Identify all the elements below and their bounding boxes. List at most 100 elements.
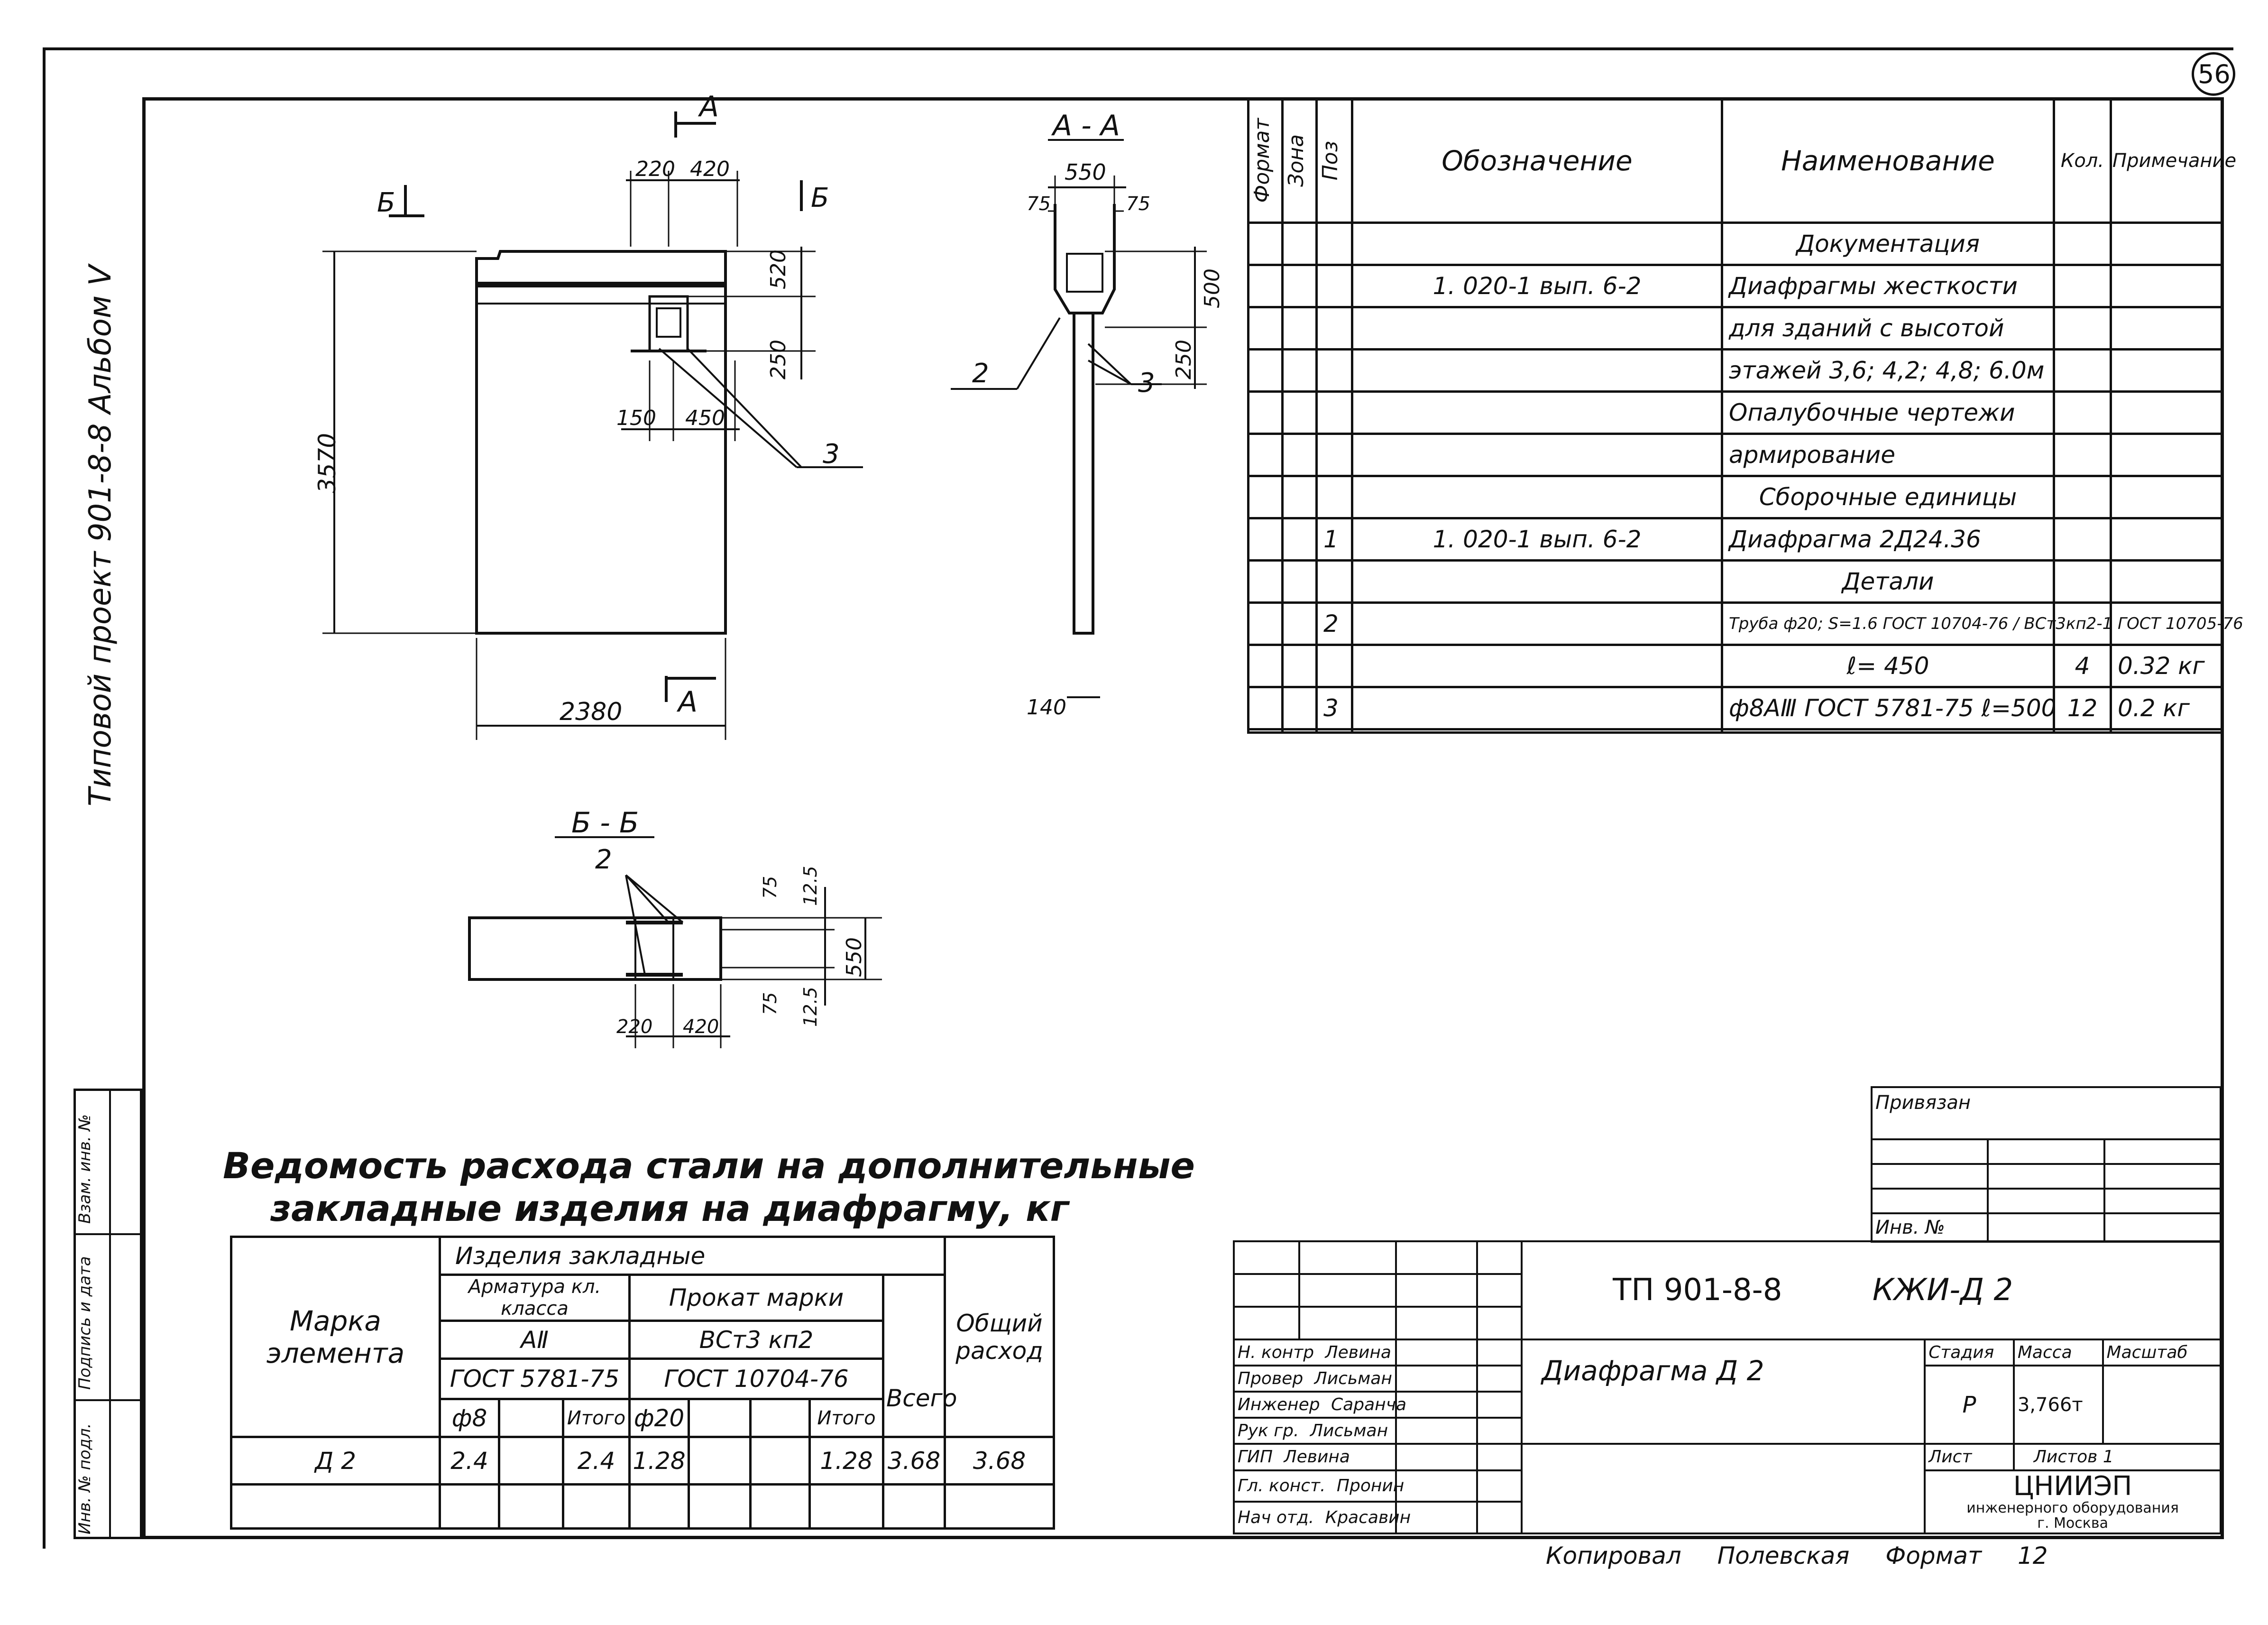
- spec-row: для зданий с высотой: [1247, 306, 2224, 351]
- dim-150: 150: [616, 406, 656, 430]
- bb-dim-75-bottom: 75: [760, 992, 780, 1015]
- spec-qty: [2053, 390, 2112, 435]
- steel-rolled-grade: ВСт3 кп2: [628, 1320, 884, 1360]
- spec-row: армирование: [1247, 432, 2224, 477]
- spec-note: [2110, 348, 2224, 393]
- aa-callout-2: 2: [972, 358, 989, 389]
- elevation-drawing: [322, 111, 863, 740]
- steel-sum-header: Общий расход: [944, 1236, 1056, 1438]
- steel-items-header: Изделия закладные: [438, 1236, 946, 1276]
- title-code: ТП 901-8-8: [1613, 1273, 1782, 1308]
- spec-note: [2110, 474, 2224, 519]
- spec-pos: [1315, 222, 1353, 267]
- tb-role-0: Н. контр Левина: [1232, 1338, 1397, 1366]
- steel-itogo-1: Итого: [562, 1398, 631, 1438]
- spec-qty: [2053, 306, 2112, 351]
- side-stamp-label-1: Инв. № подл.: [75, 1423, 94, 1534]
- spec-note: [2110, 264, 2224, 309]
- spec-header-note: Примечание: [2110, 97, 2236, 224]
- dim-420: 420: [690, 157, 730, 181]
- spec-header-pos: Поз: [1318, 140, 1342, 181]
- tb-stage-header: Стадия: [1924, 1338, 2015, 1366]
- spec-header-qty: Кол.: [2053, 97, 2112, 224]
- aa-dim-75-right: 75: [1126, 193, 1150, 215]
- aa-callout-3: 3: [1138, 368, 1155, 398]
- spec-name: Труба ф20; S=1.6 ГОСТ 10704-76 / ВСт3кп2…: [1721, 601, 2243, 646]
- tb-org: ЦНИИЭП инженерного оборудования г. Москв…: [1924, 1469, 2222, 1535]
- spec-header-name: Наименование: [1721, 97, 2055, 224]
- steel-row-itogo1: 2.4: [562, 1436, 631, 1486]
- steel-mark-header: Марка элемента: [230, 1236, 441, 1438]
- spec-qty: [2053, 222, 2112, 267]
- spec-note: [2110, 306, 2224, 351]
- spec-pos: [1315, 643, 1353, 688]
- tb-stage: Р: [1924, 1364, 2015, 1445]
- spec-designation: [1351, 643, 1723, 688]
- spec-qty: 4: [2053, 643, 2112, 688]
- steel-row-itogo2: 1.28: [808, 1436, 884, 1486]
- steel-rebar-gost: ГОСТ 5781-75: [439, 1357, 631, 1400]
- spec-qty: [2053, 264, 2112, 309]
- spec-note: 0.2 кг: [2110, 685, 2224, 730]
- aa-dim-550: 550: [1065, 159, 1106, 185]
- privyazan-block: Привязан Инв. №: [1870, 1086, 2222, 1243]
- spec-name: Документация: [1721, 222, 2055, 267]
- spec-pos: [1315, 306, 1353, 351]
- spec-name: Диафрагма 2Д24.36: [1721, 517, 2055, 562]
- spec-designation: [1351, 390, 1723, 435]
- steel-title-line-1: Ведомость расхода стали на дополнительны…: [223, 1145, 1195, 1187]
- spec-header-zone: Зона: [1284, 134, 1308, 187]
- spec-note: [2110, 390, 2224, 435]
- spec-pos: 3: [1315, 685, 1353, 730]
- section-mark-b-left: Б: [377, 187, 395, 218]
- section-mark-b-right: Б: [811, 183, 829, 213]
- spec-note: [2110, 559, 2224, 604]
- section-bb-title: Б - Б: [571, 806, 639, 840]
- section-bb-drawing: [468, 836, 882, 1048]
- spec-row: этажей 3,6; 4,2; 4,8; 6.0м: [1247, 348, 2224, 393]
- aa-dim-140: 140: [1027, 695, 1066, 720]
- sheet-frame: [43, 47, 2233, 1549]
- steel-rebar-class: АⅡ: [439, 1320, 631, 1360]
- privyazan-label: Привязан: [1871, 1086, 2222, 1140]
- steel-row-phi8: 2.4: [439, 1436, 500, 1486]
- spec-designation: [1351, 474, 1723, 519]
- tb-city: г. Москва: [2037, 1514, 2108, 1532]
- spec-name: Диафрагмы жесткости: [1721, 264, 2055, 309]
- spec-row: Сборочные единицы: [1247, 474, 2224, 519]
- steel-row-total: 3.68: [881, 1436, 946, 1486]
- spec-note: [2110, 517, 2224, 562]
- spec-designation: [1351, 685, 1723, 730]
- bb-dim-75-top: 75: [760, 876, 780, 899]
- spec-pos: [1315, 432, 1353, 477]
- spec-designation: 1. 020-1 вып. 6-2: [1351, 517, 1723, 562]
- spec-designation: 1. 020-1 вып. 6-2: [1351, 264, 1723, 309]
- tb-sheet-label: Лист: [1924, 1443, 2015, 1471]
- spec-qty: [2053, 517, 2112, 562]
- privyazan-inv: Инв. №: [1870, 1212, 1989, 1243]
- spec-pos: [1315, 348, 1353, 393]
- section-aa-drawing: [951, 139, 1207, 698]
- spec-name: ф8АⅢ ГОСТ 5781-75 ℓ=500: [1721, 685, 2056, 730]
- drawing-name: Диафрагма Д 2: [1521, 1338, 1926, 1445]
- spec-note: [2110, 222, 2224, 267]
- steel-total-header: Всего: [881, 1274, 957, 1438]
- spec-pos: [1315, 474, 1353, 519]
- tb-scale-header: Масштаб: [2102, 1338, 2222, 1366]
- spec-pos: [1315, 390, 1353, 435]
- title-suffix: КЖИ-Д 2: [1872, 1273, 2013, 1308]
- spec-designation: [1351, 601, 1723, 646]
- bb-dim-420: 420: [683, 1016, 719, 1038]
- spec-name: для зданий с высотой: [1721, 306, 2055, 351]
- sheet-number-circle: [2192, 52, 2235, 96]
- specification-table: Формат Зона Поз Обозначение Наименование…: [1247, 97, 2243, 734]
- spec-note: [2110, 601, 2224, 646]
- spec-designation: [1351, 559, 1723, 604]
- spec-qty: [2053, 432, 2112, 477]
- tb-role-1: Провер Лисьман: [1232, 1364, 1397, 1393]
